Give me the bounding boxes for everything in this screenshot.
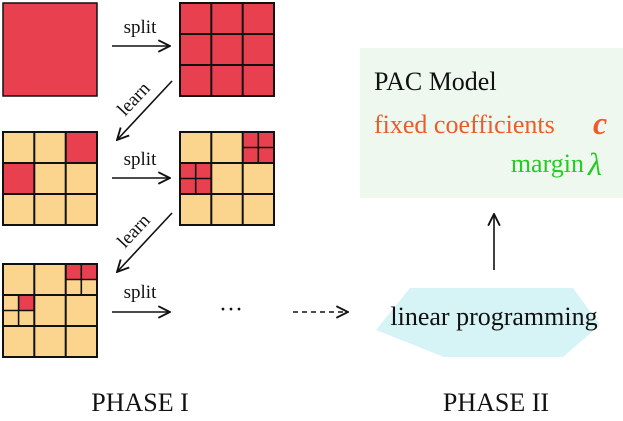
phase-2-label: PHASE II: [443, 388, 549, 417]
grid-row3-learned: [2, 263, 98, 358]
phase-1-label: PHASE I: [91, 388, 189, 417]
split-arrow-row3: split: [112, 282, 170, 312]
grid-row2-split: [179, 131, 275, 226]
ellipsis: ···: [219, 297, 243, 323]
linear-programming-label: linear programming: [390, 302, 597, 331]
margin-symbol: λ: [587, 146, 602, 182]
grid-row2-learned: [2, 131, 98, 226]
fixed-coefficients-label: fixed coefficients: [374, 110, 555, 139]
grid-row1-split: [179, 2, 275, 97]
learn-label: learn: [113, 210, 155, 252]
pac-model-title: PAC Model: [374, 67, 497, 96]
linear-programming-shape: [376, 288, 600, 357]
learn-arrow-row1: learn: [113, 78, 173, 140]
learn-arrow-row2: learn: [113, 210, 173, 272]
split-arrow-row2: split: [112, 149, 170, 178]
grid-row1-whole: [2, 2, 98, 97]
split-label: split: [124, 282, 157, 303]
pac-model-box: [360, 48, 623, 198]
split-arrow-row1: split: [112, 17, 170, 46]
learn-label: learn: [113, 78, 155, 120]
margin-label: margin: [511, 149, 584, 178]
split-label: split: [124, 17, 157, 38]
coefficients-symbol: c: [593, 105, 607, 141]
split-label: split: [124, 149, 157, 170]
